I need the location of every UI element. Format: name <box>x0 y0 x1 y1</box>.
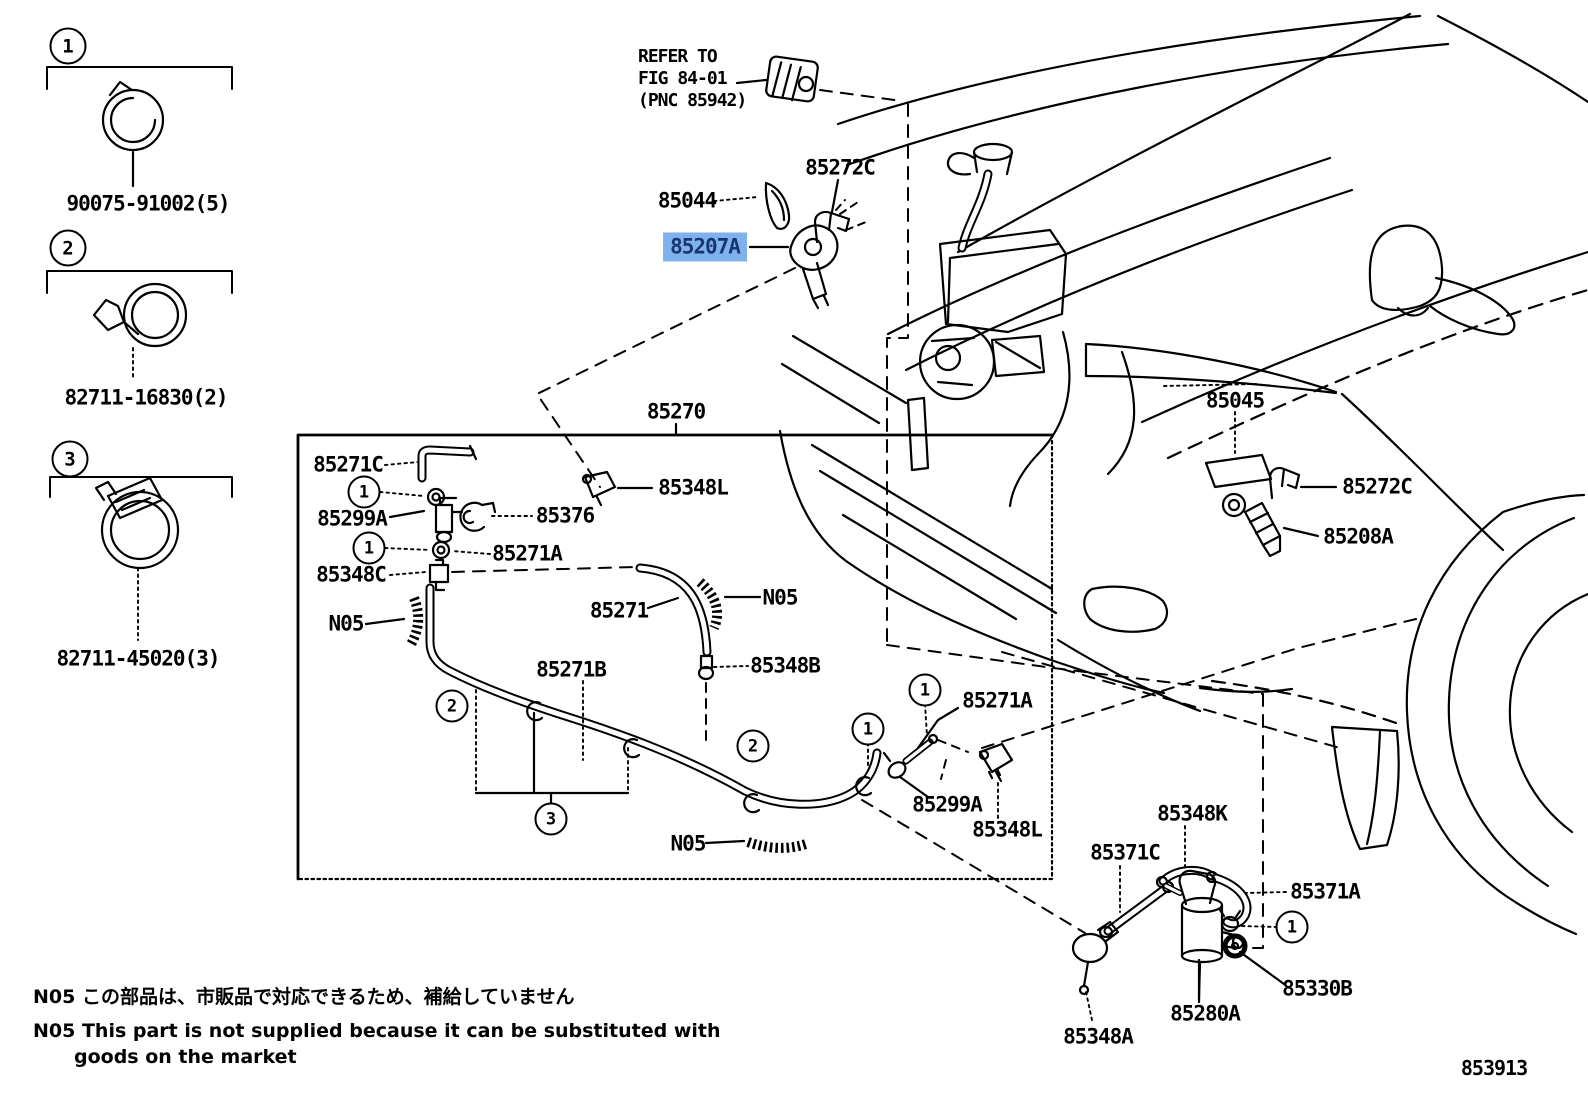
note-english-line1: N05 This part is not supplied because it… <box>33 1020 721 1042</box>
figure-number: 853913 <box>1460 1056 1528 1080</box>
callout-marker: 1 <box>347 475 381 509</box>
clip-85272c-top <box>813 210 851 244</box>
washer-reservoir <box>906 142 1068 472</box>
legend-marker-3: 3 <box>51 440 89 478</box>
part-label-85299a-2[interactable]: 85299A <box>912 792 983 817</box>
callout-marker: 1 <box>1275 910 1309 944</box>
box-parts <box>417 444 637 592</box>
note-english-line2: goods on the market <box>74 1046 297 1068</box>
note-japanese: N05 この部品は、市販品で対応できるため、補給していません <box>33 986 575 1008</box>
clip-85272c-right <box>1268 466 1301 500</box>
part-label-85272c-right[interactable]: 85272C <box>1342 474 1413 499</box>
legend-part-number[interactable]: 90075-91002(5) <box>66 191 230 216</box>
projection-lines <box>536 89 1421 949</box>
callout-marker: 2 <box>736 729 770 763</box>
hose-bracket <box>474 689 630 806</box>
part-label-85271c[interactable]: 85271C <box>313 452 384 477</box>
part-label-85330b[interactable]: 85330B <box>1282 976 1353 1001</box>
part-label-85299a[interactable]: 85299A <box>317 506 388 531</box>
nozzle-85208a <box>1221 492 1282 558</box>
cover-85044 <box>764 181 791 230</box>
part-label-85271[interactable]: 85271 <box>589 598 649 623</box>
pump-subassembly <box>1071 865 1252 1002</box>
refer-note-line3: (PNC 85942) <box>638 90 747 111</box>
part-label-85044[interactable]: 85044 <box>657 188 717 213</box>
part-label-85348c[interactable]: 85348C <box>316 562 387 587</box>
refer-note: REFER TO FIG 84-01 (PNC 85942) <box>638 46 747 112</box>
part-label-85208a[interactable]: 85208A <box>1323 524 1394 549</box>
legend-part-number[interactable]: 82711-45020(3) <box>56 646 220 671</box>
part-label-n05-bottom[interactable]: N05 <box>670 831 707 856</box>
cover-85045 <box>1204 453 1273 489</box>
callout-marker: 1 <box>908 673 942 707</box>
callout-marker: 1 <box>851 712 885 746</box>
part-label-n05-left[interactable]: N05 <box>328 611 365 636</box>
part-label-85207a-selected[interactable]: 85207A <box>663 232 747 262</box>
detail-box <box>296 422 1054 881</box>
car-outline <box>778 12 1588 936</box>
legend-marker-2: 2 <box>49 229 87 267</box>
part-label-85348a[interactable]: 85348A <box>1063 1024 1134 1049</box>
part-label-85271a-2[interactable]: 85271A <box>962 688 1033 713</box>
part-label-85271b[interactable]: 85271B <box>536 657 607 682</box>
part-label-85272c-top[interactable]: 85272C <box>805 155 876 180</box>
legend-marker-1: 1 <box>49 27 87 65</box>
part-label-85045[interactable]: 85045 <box>1205 388 1265 413</box>
part-label-85271a[interactable]: 85271A <box>492 541 563 566</box>
part-label-85280a[interactable]: 85280A <box>1170 1001 1241 1026</box>
legend-part-number[interactable]: 82711-16830(2) <box>64 385 228 410</box>
refer-note-line1: REFER TO <box>638 46 718 67</box>
refer-note-line2: FIG 84-01 <box>638 68 728 89</box>
part-label-85270[interactable]: 85270 <box>646 399 706 424</box>
callout-marker: 2 <box>435 689 469 723</box>
part-label-85371c[interactable]: 85371C <box>1090 840 1161 865</box>
part-label-85348l[interactable]: 85348L <box>658 475 729 500</box>
part-label-n05-right[interactable]: N05 <box>762 585 799 610</box>
part-label-85348l-2[interactable]: 85348L <box>972 817 1043 842</box>
callout-marker: 3 <box>534 802 568 836</box>
sensor-85942 <box>765 55 819 103</box>
hoses <box>405 563 1014 853</box>
part-label-85348b[interactable]: 85348B <box>750 653 821 678</box>
part-label-85376[interactable]: 85376 <box>535 503 595 528</box>
part-label-85371a[interactable]: 85371A <box>1290 879 1361 904</box>
part-label-85348k[interactable]: 85348K <box>1157 801 1228 826</box>
leader-lines <box>364 78 1338 1021</box>
legend-art <box>46 66 233 641</box>
callout-marker: 1 <box>352 531 386 565</box>
nozzle-85207a <box>789 199 867 310</box>
